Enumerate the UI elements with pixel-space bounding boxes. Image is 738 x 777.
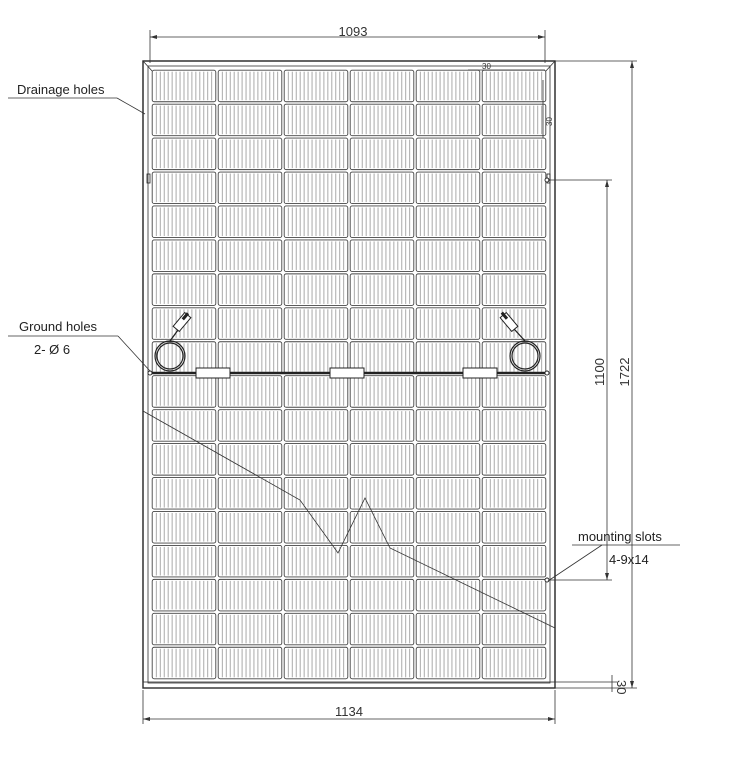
corner-chamfer-right	[544, 60, 556, 73]
bottom-frame-rail	[142, 681, 556, 689]
dimension-30-bottom: 30	[614, 680, 629, 694]
section-break-line	[142, 410, 556, 629]
module-inner-frame	[147, 65, 551, 684]
dimension-top-width: 1093	[149, 24, 546, 63]
ground-hole-left	[147, 370, 153, 376]
ground-holes-spec: 2- Ø 6	[34, 342, 70, 357]
mounting-slot-lower	[544, 577, 550, 583]
ground-holes-label: Ground holes	[19, 319, 98, 334]
dimension-30-side: 30	[545, 117, 554, 126]
dimension-frame-top: 30	[468, 62, 545, 71]
junction-box-left	[195, 367, 231, 379]
corner-chamfer-left	[142, 60, 154, 73]
dimension-1093: 1093	[339, 24, 368, 39]
dimension-frame-bottom: 30	[555, 675, 629, 694]
junction-box-right	[462, 367, 498, 379]
drainage-hole-left	[146, 173, 151, 184]
right-cable-coil	[499, 311, 541, 372]
dimension-mount-spacing: 1100	[548, 179, 612, 581]
dimension-bottom-width: 1134	[142, 690, 556, 724]
drainage-holes-callout: Drainage holes	[8, 82, 146, 115]
ground-hole-right	[544, 370, 550, 376]
ground-holes-callout: Ground holes 2- Ø 6	[8, 319, 151, 372]
left-cable-coil	[154, 311, 192, 372]
drainage-holes-label: Drainage holes	[17, 82, 105, 97]
mounting-slots-label: mounting slots	[578, 529, 662, 544]
dimension-1722: 1722	[617, 358, 632, 387]
junction-box-center	[329, 367, 365, 379]
mounting-slots-callout: mounting slots 4-9x14	[547, 529, 680, 582]
mounting-slots-spec: 4-9x14	[609, 552, 649, 567]
dimension-height: 1722	[555, 60, 637, 689]
cell-grid	[151, 69, 547, 680]
dimension-30-top: 30	[482, 62, 491, 71]
dimension-1134: 1134	[335, 704, 363, 719]
dimension-frame-side: 30	[542, 80, 554, 138]
dimension-1100: 1100	[592, 358, 607, 386]
